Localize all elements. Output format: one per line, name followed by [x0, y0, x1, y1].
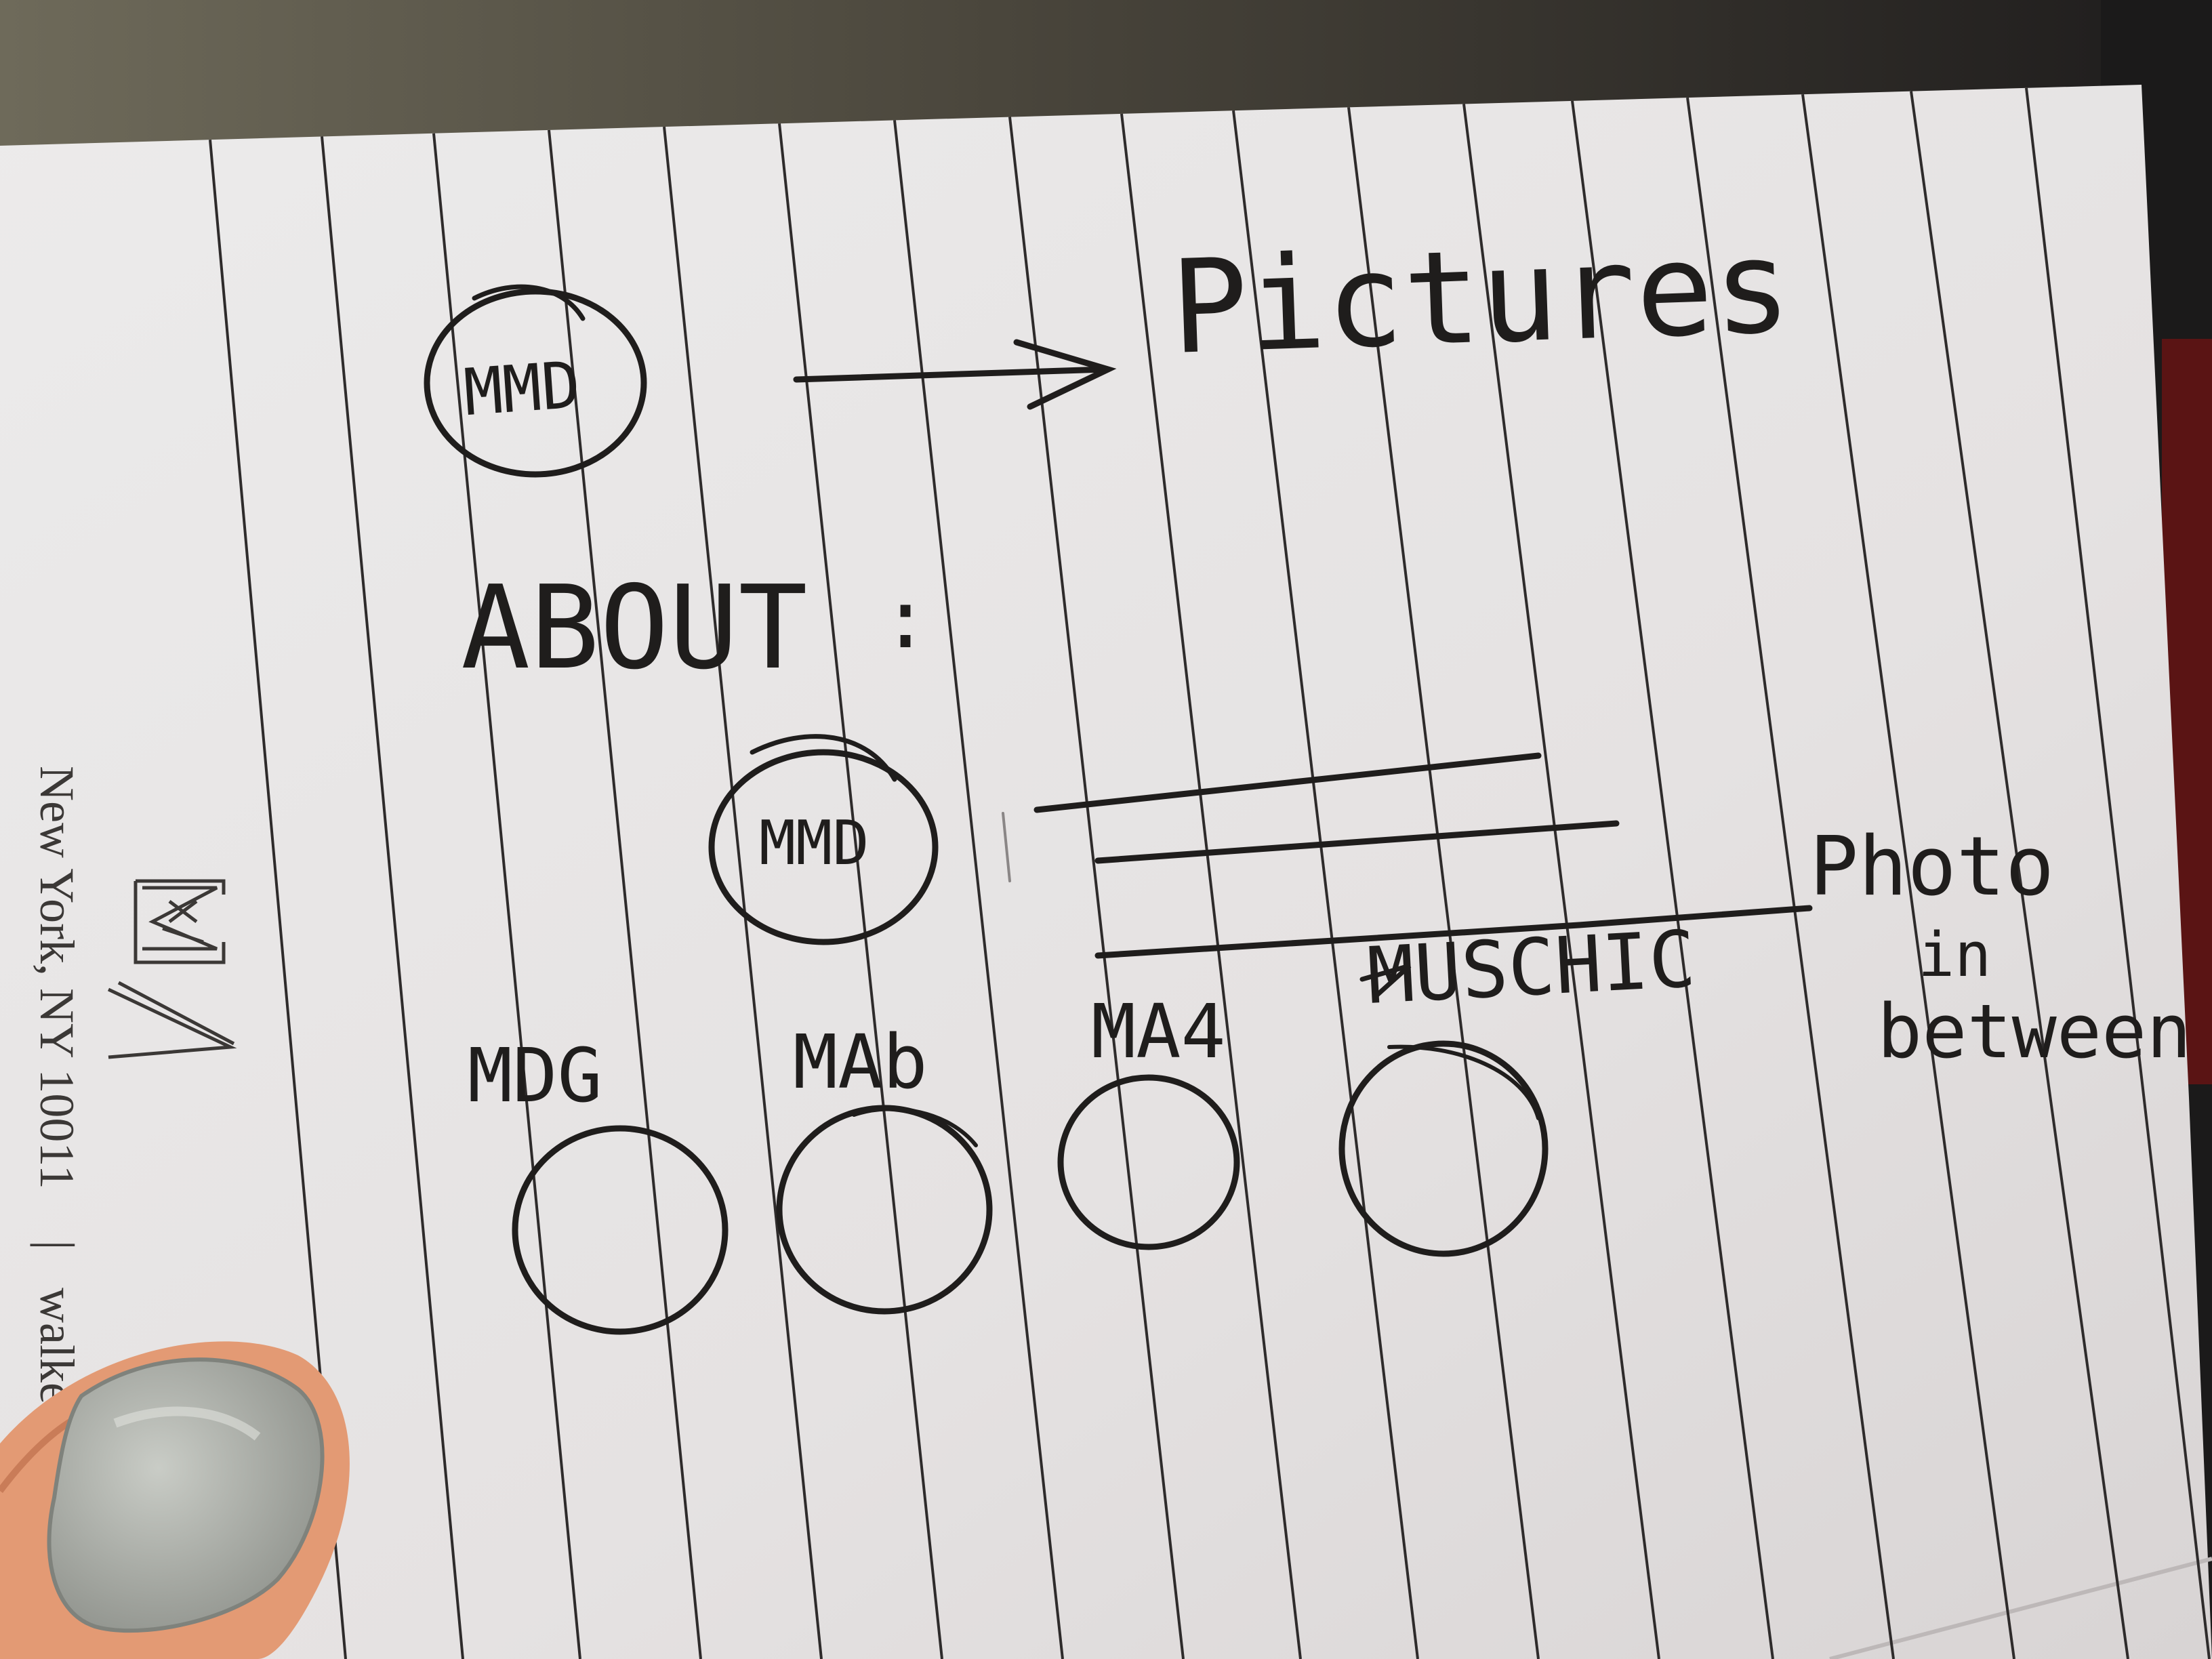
page-stack-edge: [1829, 1557, 2212, 1659]
ruled-line: [1232, 110, 1419, 1659]
ruled-line: [663, 126, 823, 1659]
notebook-page: [0, 85, 2212, 1659]
photo-note-line-2: in: [1918, 920, 1991, 991]
finger: [0, 1341, 350, 1659]
pictures-text: Pictures: [1168, 211, 1793, 383]
ruled-line: [1686, 97, 1895, 1659]
ruled-line: [1571, 100, 1774, 1659]
photo-note-line-3: between: [1877, 988, 2192, 1075]
ruled-line: [321, 136, 464, 1659]
address-text: New York, NY 10011: [30, 766, 84, 1189]
circle-muschic: [1338, 1040, 1549, 1257]
ruled-line: [548, 129, 702, 1659]
ruled-line: [1347, 107, 1540, 1659]
logo-circle-2-text: MMD: [759, 808, 869, 879]
sketch: [424, 284, 1813, 1335]
ruled-line: [432, 133, 581, 1659]
pointer-line-to-photo: [1576, 905, 1813, 928]
ruled-line: [2025, 87, 2211, 1659]
separator-text: |: [30, 1240, 84, 1250]
about-colon: :: [881, 573, 930, 667]
ruled-line: [1120, 113, 1302, 1659]
arrow-to-pictures: [793, 366, 1108, 383]
logo-circle-1-text: MMD: [462, 348, 583, 431]
printed-margin: New York, NY 10011 | walker: [30, 766, 84, 1420]
logo-circle-1: [424, 288, 647, 478]
about-text-line-1: [1033, 752, 1542, 813]
about-text-line-3: [1094, 922, 1582, 959]
crown-chevron-logo-icon: [107, 879, 237, 1059]
label-mdg: MDG: [468, 1032, 602, 1119]
about-text-line-2: [1094, 820, 1620, 864]
about-heading: ABOUT: [461, 561, 808, 695]
ruled-line: [1801, 94, 2015, 1659]
ruled-line: [1910, 91, 2129, 1659]
logo-circle-2: [708, 749, 939, 945]
label-mab: MAb: [793, 1019, 928, 1105]
ruled-line: [1462, 104, 1660, 1659]
circle-ma4: [1057, 1074, 1240, 1250]
label-ma4: MA4: [1091, 988, 1226, 1075]
label-muschic: MUSCHIC: [1365, 914, 1698, 1022]
photo-note-line-1: Photo: [1809, 820, 2054, 914]
circle-mdg: [512, 1125, 729, 1335]
